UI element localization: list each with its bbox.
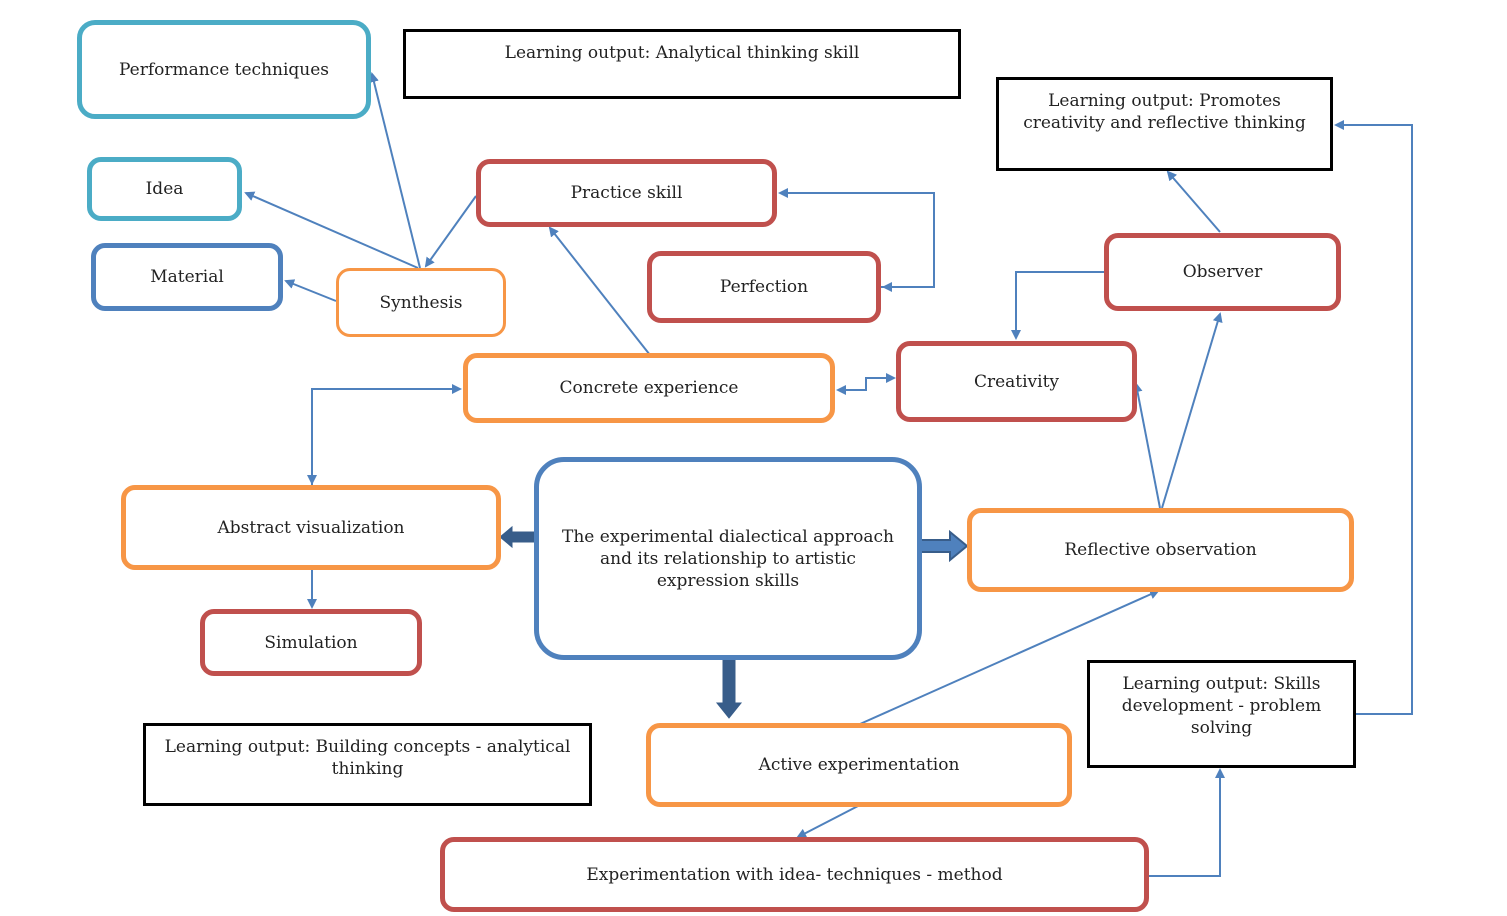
- output-analytical-thinking: Learning output: Analytical thinking ski…: [403, 29, 961, 99]
- node-creativity-label: Creativity: [973, 371, 1060, 392]
- node-practice-skill: Practice skill: [476, 159, 777, 227]
- node-central-approach: The experimental dialectical approach an…: [534, 457, 922, 660]
- arrow-concrete-to-practice: [548, 226, 651, 356]
- node-concrete-experience: Concrete experience: [463, 353, 835, 423]
- node-creativity: Creativity: [896, 341, 1137, 422]
- output-creativity-reflective: Learning output: Promotes creativity and…: [996, 77, 1333, 171]
- output-creativity-reflective-text: Learning output: Promotes creativity and…: [1023, 91, 1306, 133]
- node-abstract-visualization: Abstract visualization: [121, 485, 501, 570]
- node-reflective-observation-label: Reflective observation: [1064, 540, 1257, 560]
- node-concrete-experience-label: Concrete experience: [559, 378, 739, 398]
- node-observer: Observer: [1104, 233, 1341, 311]
- node-idea: Idea: [87, 157, 242, 221]
- node-simulation: Simulation: [200, 609, 422, 676]
- node-experimentation-method: Experimentation with idea- techniques - …: [440, 837, 1149, 912]
- arrow-synthesis-to-idea: [244, 191, 419, 269]
- arrow-reflective-to-creativity: [1132, 382, 1161, 509]
- arrow-observer-to-output: [1166, 170, 1221, 233]
- node-material: Material: [91, 243, 283, 311]
- arrow-creativity-to-concrete: [836, 377, 880, 395]
- node-performance-techniques-label: Performance techniques: [118, 59, 330, 80]
- arrow-synthesis-to-performance: [369, 72, 421, 269]
- arrow-synthesis-to-material: [284, 279, 337, 302]
- output-building-concepts-text: Learning output: Building concepts - ana…: [164, 737, 571, 779]
- arrow-abstract-to-concrete: [311, 384, 462, 485]
- node-reflective-observation: Reflective observation: [967, 508, 1354, 592]
- arrow-method-to-skills: [1148, 768, 1225, 877]
- node-idea-label: Idea: [145, 179, 184, 199]
- node-material-label: Material: [150, 267, 224, 287]
- arrow-active-to-method: [796, 805, 859, 838]
- node-simulation-label: Simulation: [264, 632, 358, 653]
- node-perfection: Perfection: [647, 251, 881, 323]
- node-synthesis: Synthesis: [336, 268, 506, 337]
- arrow-active-to-reflective: [859, 589, 1160, 725]
- output-skills-problem-solving: Learning output: Skills development - pr…: [1087, 660, 1356, 768]
- arrow-practice-to-synthesis: [424, 195, 477, 268]
- output-skills-problem-solving-text: Learning output: Skills development - pr…: [1121, 674, 1322, 738]
- node-active-experimentation: Active experimentation: [646, 723, 1072, 807]
- arrow-reflective-to-observer: [1161, 312, 1223, 509]
- arrow-skills-to-creativity-output: [1334, 120, 1413, 715]
- output-analytical-thinking-text: Learning output: Analytical thinking ski…: [504, 43, 860, 63]
- node-practice-skill-label: Practice skill: [570, 183, 683, 203]
- node-abstract-visualization-label: Abstract visualization: [217, 517, 405, 538]
- node-observer-label: Observer: [1182, 262, 1263, 282]
- node-perfection-label: Perfection: [719, 277, 809, 297]
- node-central-approach-label: The experimental dialectical approach an…: [562, 526, 894, 591]
- node-experimentation-method-label: Experimentation with idea- techniques - …: [586, 864, 1003, 885]
- output-building-concepts: Learning output: Building concepts - ana…: [143, 723, 592, 806]
- thick-arrow-left: [499, 525, 535, 549]
- node-active-experimentation-label: Active experimentation: [758, 755, 960, 775]
- arrow-observer-to-creativity: [1011, 271, 1104, 340]
- thick-arrow-down: [715, 659, 743, 719]
- thick-arrow-right: [920, 529, 969, 563]
- node-synthesis-label: Synthesis: [379, 292, 463, 313]
- node-performance-techniques: Performance techniques: [77, 20, 371, 119]
